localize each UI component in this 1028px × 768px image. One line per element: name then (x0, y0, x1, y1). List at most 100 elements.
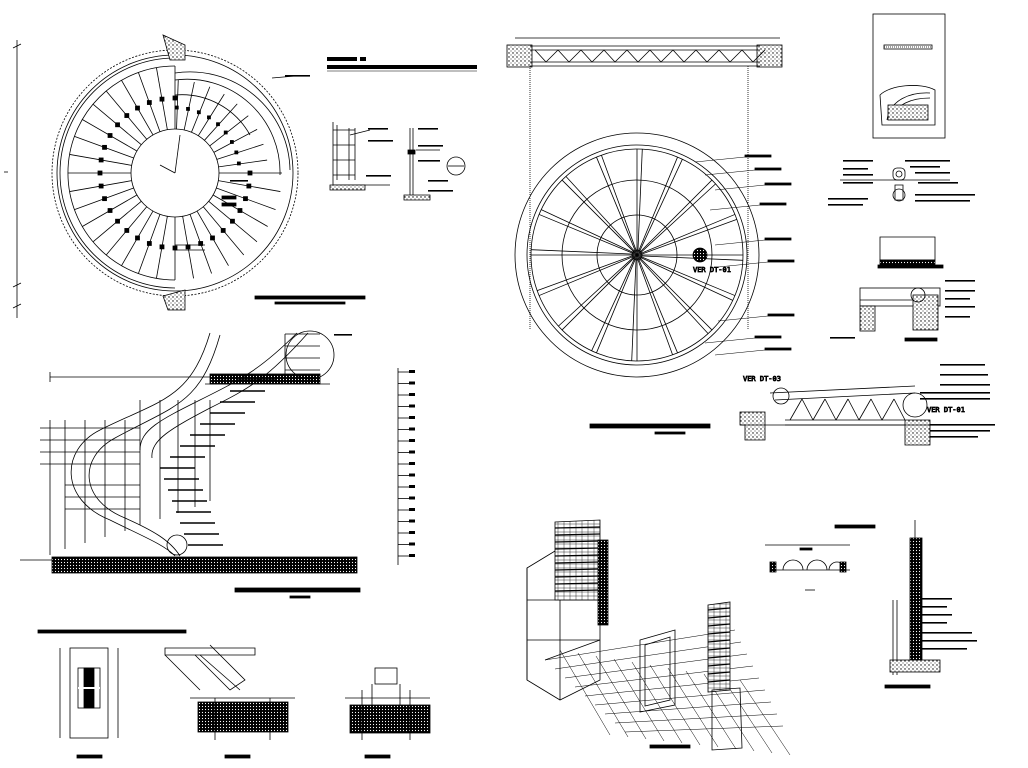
note-text (922, 622, 947, 624)
note-text (830, 337, 855, 339)
leader-note (744, 154, 772, 158)
truss-diagonal (729, 49, 743, 63)
note-text (922, 632, 972, 634)
note-text (368, 140, 393, 142)
anchor-details (37, 629, 431, 759)
ver-dt-01-callout: VER DT-01 (693, 266, 731, 274)
level-marker-tag (409, 450, 415, 454)
level-marker-tag (409, 554, 415, 557)
dome-rib (596, 254, 638, 354)
note-text (922, 598, 952, 600)
truss-diagonal (626, 49, 639, 63)
tread-marker (174, 105, 179, 110)
tread-marker (172, 245, 178, 251)
leader-note (759, 202, 787, 206)
truss-diagonal (580, 49, 593, 63)
note-text (940, 364, 985, 366)
level-marker-tag (409, 439, 415, 442)
spiral-stair-plan (4, 34, 366, 318)
louvre-slat (707, 607, 731, 611)
stair-posts (49, 400, 211, 555)
stair-tread (191, 86, 211, 133)
tread-marker (115, 218, 120, 224)
note-text (918, 436, 978, 438)
leader-note (764, 347, 792, 351)
dome-rib-inner (591, 257, 636, 351)
louvre-slat (707, 655, 731, 659)
level-marker-tag (409, 531, 415, 534)
note-text (910, 166, 940, 168)
section-diagonal (881, 398, 895, 421)
tread-marker (237, 208, 243, 213)
note-text (418, 160, 440, 162)
section-diagonal (812, 398, 826, 421)
louvre-slat (554, 554, 601, 557)
leader-line (714, 349, 766, 356)
tread-marker (223, 130, 228, 135)
section-diagonal (824, 398, 837, 421)
dome-leaders (694, 154, 795, 356)
note-text (945, 290, 975, 292)
note-text (945, 316, 970, 318)
note-text (945, 298, 970, 300)
tread-marker (135, 235, 140, 241)
truss-diagonal (706, 49, 720, 63)
dome-rib (636, 254, 736, 296)
leader-note (767, 259, 795, 263)
leader-note (764, 182, 792, 186)
note-text (940, 374, 988, 376)
note-text (905, 160, 950, 162)
leader-line (709, 204, 761, 211)
note-text (843, 160, 873, 162)
note-text (945, 280, 975, 282)
stair-tread (209, 115, 249, 147)
stair-tread (218, 159, 268, 168)
tread-marker (246, 183, 252, 189)
note-text (922, 648, 967, 650)
key-plan-inset (872, 13, 946, 139)
level-marker-tag (409, 393, 415, 396)
leader-note (754, 167, 782, 171)
dome-rib-inner (541, 209, 635, 254)
louvre-slat (554, 540, 601, 543)
tread-marker (236, 161, 241, 166)
level-marker-tag (409, 473, 415, 477)
tread-marker (247, 170, 253, 176)
louvre-panel-2 (707, 607, 731, 683)
tread-marker (198, 241, 204, 246)
truss-diagonal (752, 49, 766, 63)
note-text (922, 640, 977, 642)
truss-diagonal (603, 49, 616, 63)
grid-line (685, 670, 737, 750)
floor-grid (544, 629, 791, 756)
tread-marker (159, 96, 165, 102)
note-text (915, 194, 975, 196)
spiral-stair-elevation (20, 330, 361, 599)
dome-rib-inner (565, 176, 636, 253)
louvre-panel-1 (554, 526, 601, 592)
gutter-detail (840, 167, 950, 342)
section-diagonal (801, 398, 814, 421)
note-text (828, 204, 863, 206)
dome-rib (636, 214, 736, 256)
grid-line (624, 725, 784, 733)
truss-diagonal (695, 49, 708, 63)
tread-marker (159, 244, 165, 250)
truss-diagonal (545, 49, 559, 63)
section-diagonal (789, 398, 803, 421)
louvre-slat (554, 575, 601, 578)
level-marker-tag (409, 462, 415, 465)
dome-rib-inner (639, 219, 737, 256)
tread-marker (102, 196, 107, 202)
ver-dt-03-callout: VER DT-03 (743, 375, 781, 383)
note-text (920, 430, 990, 432)
louvre-slat (554, 561, 601, 564)
leader-line (704, 169, 756, 176)
dome-rib-inner (531, 249, 635, 255)
leader-line (704, 337, 756, 344)
louvre-slat (707, 647, 731, 651)
tread-marker (216, 122, 220, 127)
tread-marker (210, 235, 215, 241)
tread-marker (207, 115, 211, 120)
skylight-truss-elevation (506, 37, 783, 330)
